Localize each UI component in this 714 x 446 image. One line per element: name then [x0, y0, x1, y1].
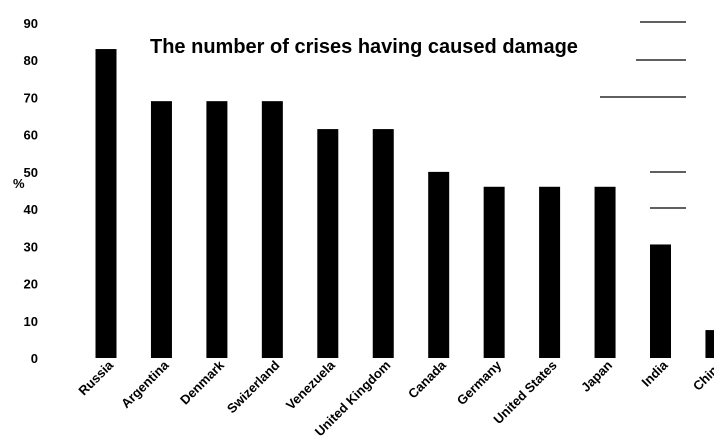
y-tick-label: 50	[24, 165, 38, 180]
bar	[483, 186, 505, 358]
bar	[705, 330, 714, 358]
x-tick-label: Venezuela	[283, 357, 339, 413]
bar	[650, 244, 671, 358]
x-tick-label: Denmark	[177, 357, 227, 407]
x-tick-label: Canada	[405, 357, 449, 401]
x-tick-label: Russia	[75, 357, 116, 398]
bar	[206, 101, 228, 359]
y-tick-label: 60	[24, 128, 38, 143]
x-tick-label: Germany	[454, 357, 505, 408]
bar	[428, 171, 450, 358]
chart-title: The number of crises having caused damag…	[150, 36, 578, 58]
y-tick-label: 90	[24, 16, 38, 31]
x-tick-label: Argentina	[118, 357, 172, 411]
x-tick-label: Japan	[578, 357, 615, 394]
bar	[372, 129, 394, 358]
bar	[150, 101, 172, 359]
y-axis-ticks: 0 10 20 30 40 50 60 70 80 90	[24, 16, 38, 366]
bar	[539, 186, 561, 358]
bar	[317, 129, 339, 358]
bar	[594, 186, 616, 358]
y-tick-label: 40	[24, 202, 38, 217]
x-tick-label: China	[690, 357, 714, 394]
y-tick-label: 30	[24, 239, 38, 254]
x-tick-label: Swizerland	[224, 357, 283, 416]
y-tick-label: 20	[24, 277, 38, 292]
y-tick-label: 80	[24, 53, 38, 68]
y-tick-label: 70	[24, 90, 38, 105]
bar	[261, 101, 283, 359]
bar	[95, 49, 117, 359]
bars-group	[95, 49, 714, 359]
y-tick-label: 10	[24, 314, 38, 329]
x-tick-label: India	[639, 357, 672, 390]
y-tick-label: 0	[31, 351, 38, 366]
y-axis-title: %	[13, 176, 25, 191]
right-edge-lines	[600, 21, 686, 209]
